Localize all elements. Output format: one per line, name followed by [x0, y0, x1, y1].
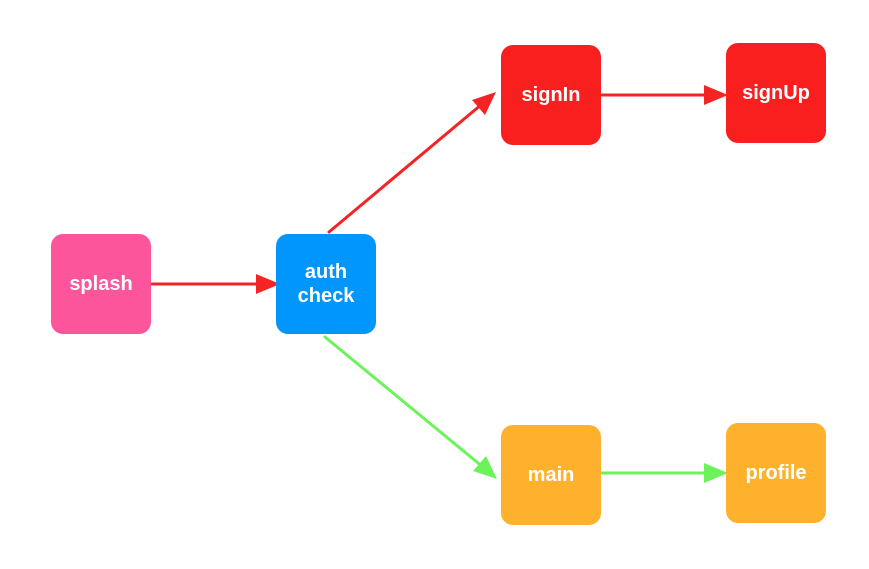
node-splash: splash: [51, 234, 151, 334]
arrowhead-signin-to-signup: [704, 85, 728, 105]
arrowhead-auth-check-to-signin: [472, 92, 496, 115]
node-label-auth-check: auth check: [297, 261, 355, 307]
node-label-main: main: [527, 464, 575, 486]
arrowhead-auth-check-to-main: [473, 456, 497, 479]
edge-auth-check-to-signin: [327, 97, 490, 234]
node-signin: signIn: [501, 45, 601, 145]
node-auth-check: auth check: [276, 234, 376, 334]
arrowhead-splash-to-auth-check: [256, 274, 280, 294]
arrowhead-main-to-profile: [704, 463, 728, 483]
edge-auth-check-to-main: [323, 335, 491, 474]
node-label-splash: splash: [69, 273, 133, 295]
node-signup: signUp: [726, 43, 826, 143]
node-main: main: [501, 425, 601, 525]
node-label-profile: profile: [745, 462, 807, 484]
node-label-signin: signIn: [521, 84, 581, 106]
node-label-signup: signUp: [742, 82, 810, 104]
node-profile: profile: [726, 423, 826, 523]
